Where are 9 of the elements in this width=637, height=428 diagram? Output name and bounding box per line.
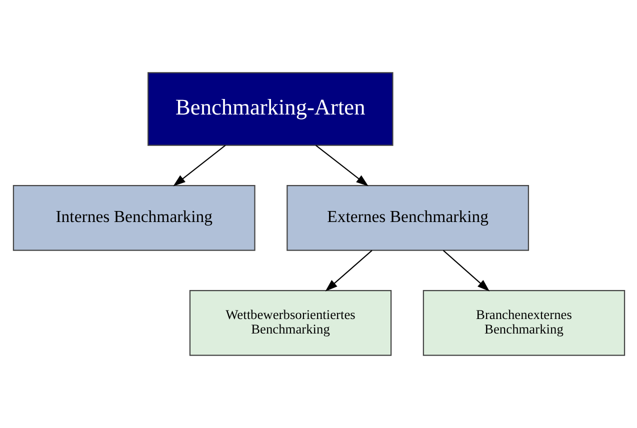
node-box: Branchenexternes Benchmarking [422, 290, 625, 356]
node-box: Internes Benchmarking [12, 184, 255, 251]
arrow [442, 250, 490, 292]
node-box: Externes Benchmarking [286, 184, 529, 251]
node-box: Benchmarking-Arten [147, 72, 393, 146]
arrow [172, 144, 226, 186]
node-box: Wettbewerbsorientiertes Benchmarking [188, 290, 392, 356]
arrow [314, 144, 368, 186]
arrow [324, 250, 372, 292]
